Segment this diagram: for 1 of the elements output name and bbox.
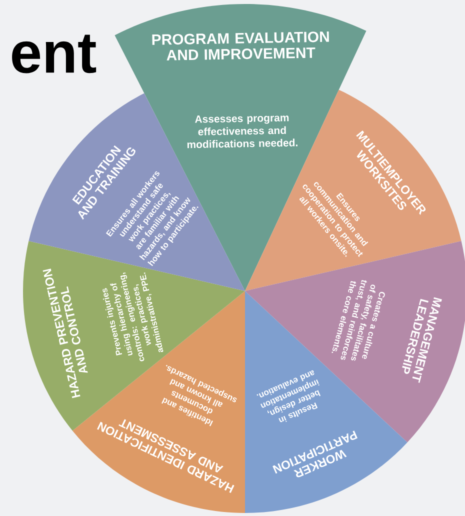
heading: ent — [12, 34, 96, 74]
